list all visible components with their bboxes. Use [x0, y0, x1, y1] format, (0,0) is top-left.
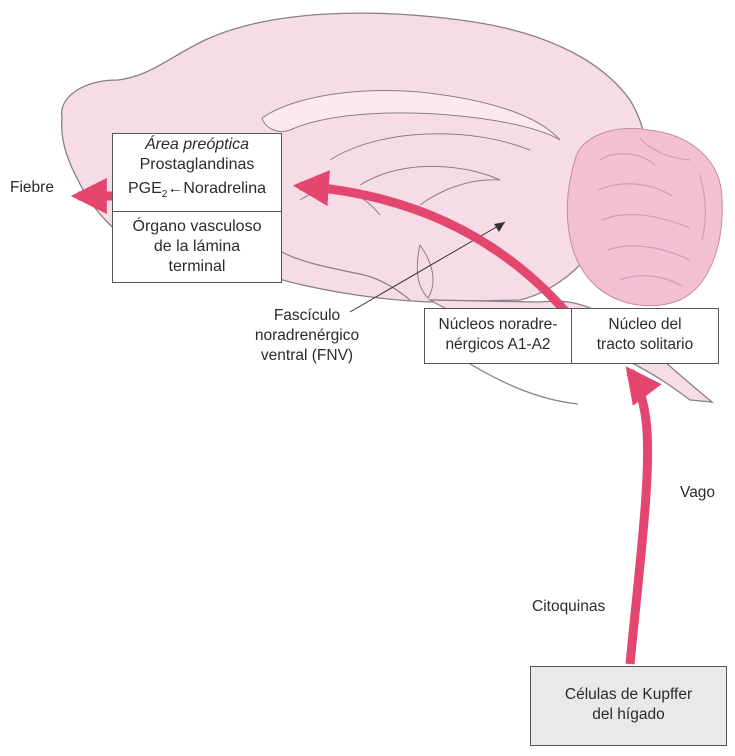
preoptic-area-box: Área preóptica Prostaglandinas PGE2←Nora… [112, 133, 282, 212]
prostaglandins-label: Prostaglandinas [113, 155, 281, 175]
noradrenergic-nuclei-box: Núcleos noradre- nérgicos A1-A2 [424, 308, 572, 364]
fnv-line-3: ventral (FNV) [232, 346, 382, 366]
ovlt-line-2: de la lámina [113, 237, 281, 257]
arrow-vagus [630, 372, 648, 664]
vagus-label: Vago [680, 483, 715, 502]
pge-label: PGE [128, 180, 162, 197]
kupffer-line-1: Células de Kupffer [531, 685, 726, 705]
fnv-line-2: noradrenérgico [232, 326, 382, 346]
nuclei-left-line-1: Núcleos noradre- [425, 315, 571, 335]
cerebellum [567, 128, 722, 305]
ovlt-line-3: terminal [113, 257, 281, 277]
pge2-noradrenaline-row: PGE2←Noradrelina [113, 179, 281, 199]
solitary-line-1: Núcleo del [572, 315, 718, 335]
noradrenaline-label: Noradrelina [183, 180, 266, 197]
fnv-line-1: Fascículo [232, 306, 382, 326]
nuclei-left-line-2: nérgicos A1-A2 [425, 335, 571, 355]
preoptic-area-title: Área preóptica [113, 135, 281, 155]
kupffer-line-2: del hígado [531, 705, 726, 725]
solitary-tract-box: Núcleo del tracto solitario [571, 308, 719, 364]
ovlt-box: Órgano vasculoso de la lámina terminal [112, 211, 282, 283]
cytokines-label: Citoquinas [532, 597, 605, 616]
inline-arrow-icon: ← [167, 180, 183, 197]
solitary-line-2: tracto solitario [572, 335, 718, 355]
ovlt-line-1: Órgano vasculoso [113, 217, 281, 237]
fnv-label: Fascículo noradrenérgico ventral (FNV) [232, 306, 382, 366]
kupffer-cells-box: Células de Kupffer del hígado [530, 666, 727, 746]
fever-label: Fiebre [10, 178, 54, 197]
